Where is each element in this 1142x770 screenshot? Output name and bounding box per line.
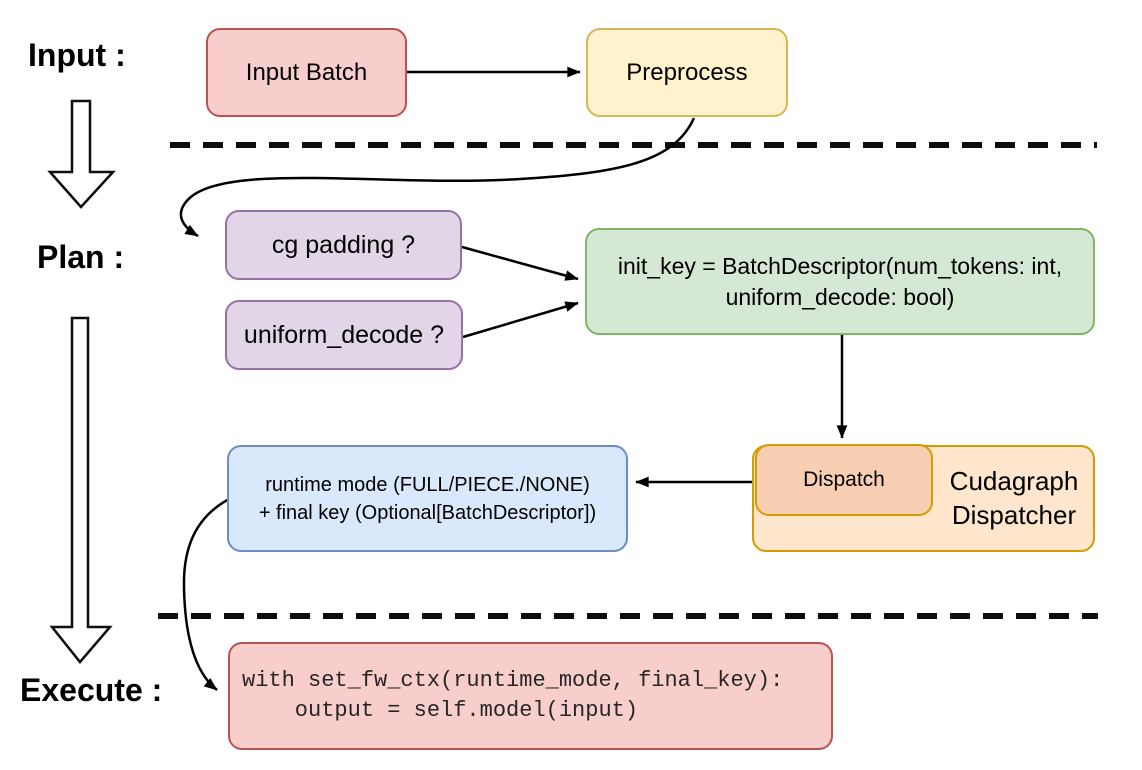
- node-dispatch-label: Dispatch: [803, 468, 885, 491]
- stage-label-execute: Execute :: [20, 672, 163, 708]
- node-cudagraph-dispatcher-label: Cudagraph Dispatcher: [949, 466, 1079, 530]
- node-preprocess-label: Preprocess: [626, 58, 748, 86]
- input-to-plan-arrow-icon: [47, 99, 116, 209]
- connector-uniformdecode-to-initkey: [462, 301, 579, 339]
- node-cg-padding: cg padding ?: [225, 210, 462, 280]
- connector-runtime-to-code: [182, 496, 232, 691]
- stage-label-input: Input :: [28, 37, 126, 73]
- node-code-line2: output = self.model(input): [242, 698, 639, 723]
- node-init-key-line2: uniform_decode: bool): [725, 283, 955, 310]
- node-runtime-mode: runtime mode (FULL/PIECE./NONE) + final …: [227, 445, 628, 552]
- node-dispatch: Dispatch: [755, 444, 933, 516]
- node-input-batch: Input Batch: [206, 28, 407, 117]
- connector-cgpadding-to-initkey: [461, 245, 579, 281]
- node-cg-padding-label: cg padding ?: [271, 230, 416, 259]
- node-code-line1: with set_fw_ctx(runtime_mode, final_key)…: [242, 668, 784, 693]
- node-input-batch-label: Input Batch: [245, 58, 368, 86]
- node-runtime-line1: runtime mode (FULL/PIECE./NONE): [265, 473, 590, 496]
- node-init-key-line1: init_key = BatchDescriptor(num_tokens: i…: [617, 252, 1063, 279]
- node-uniform-decode: uniform_decode ?: [225, 300, 463, 370]
- plan-to-execute-arrow-icon: [49, 316, 113, 664]
- node-uniform-decode-label: uniform_decode ?: [243, 320, 445, 349]
- connector-preprocess-to-cgpadding: [179, 117, 696, 238]
- node-init-key: init_key = BatchDescriptor(num_tokens: i…: [585, 228, 1095, 335]
- stage-label-plan: Plan :: [37, 239, 125, 275]
- node-runtime-line2: + final key (Optional[BatchDescriptor]): [258, 501, 597, 524]
- node-preprocess: Preprocess: [586, 28, 788, 117]
- node-execute-code: with set_fw_ctx(runtime_mode, final_key)…: [228, 642, 833, 750]
